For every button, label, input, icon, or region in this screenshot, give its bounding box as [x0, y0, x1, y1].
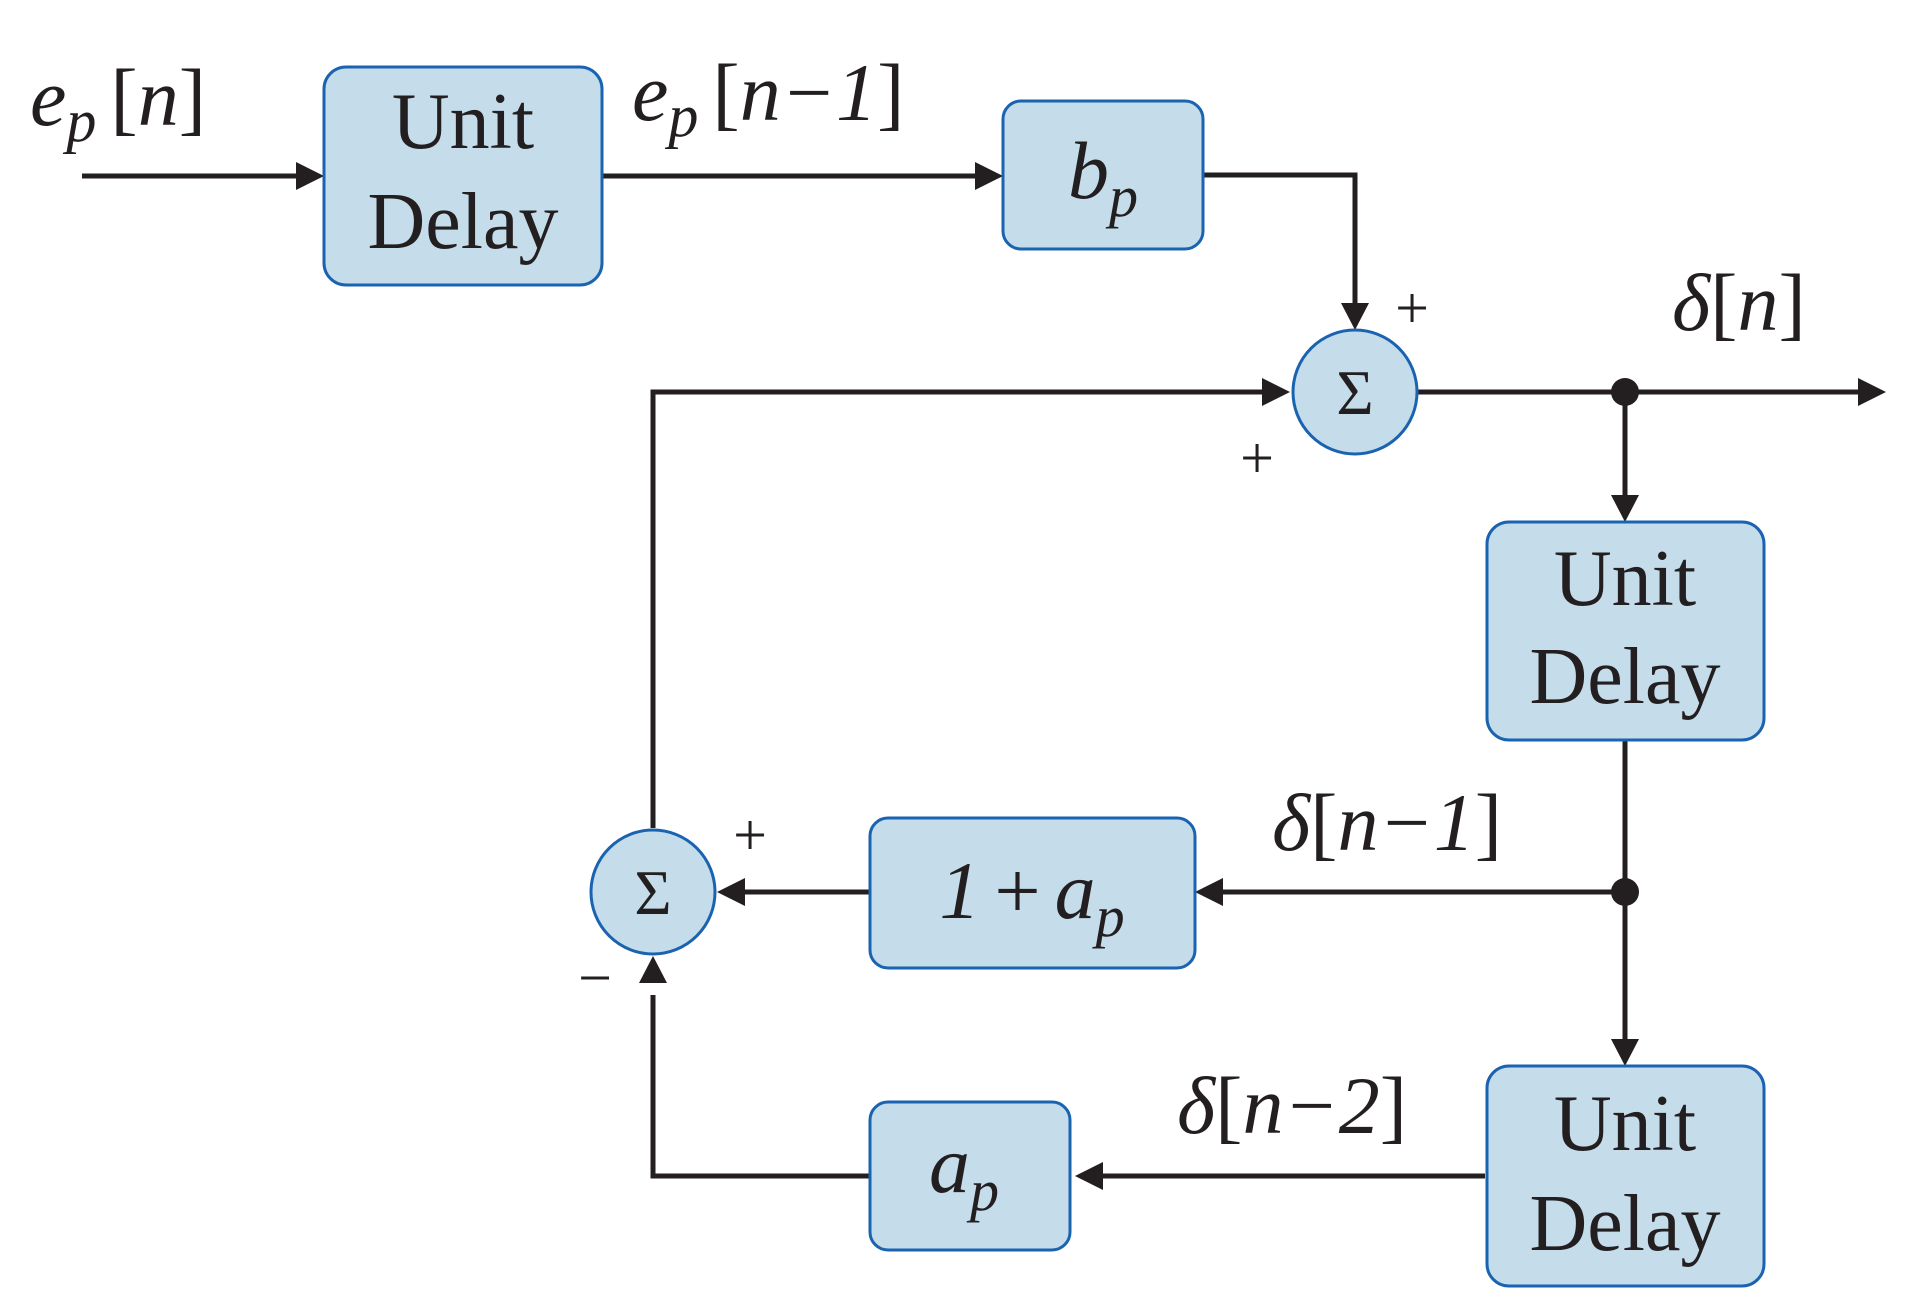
- block-label-line1: Unit: [1554, 1080, 1696, 1168]
- sign-minus-bottom-sum: −: [578, 945, 612, 1011]
- arrowhead-bp: [975, 162, 1003, 190]
- arrowhead-delay-bottom: [1611, 1039, 1639, 1066]
- arrowhead-sum-bottom-from-right: [717, 878, 745, 906]
- sigma-icon: Σ: [634, 857, 671, 928]
- junction-d1: [1611, 878, 1639, 906]
- arrowhead-sum-top-from-left: [1262, 378, 1290, 406]
- gain-block-ap: ap: [868, 1100, 1072, 1252]
- summing-junction-bottom: Σ: [589, 828, 717, 956]
- gain-ap-label: ap: [929, 1119, 999, 1223]
- sign-plus-top: +: [1395, 275, 1429, 341]
- block-label-line2: Delay: [367, 178, 558, 266]
- arrowhead-ap: [1075, 1162, 1103, 1190]
- arrowhead-sum-bottom-from-below: [639, 956, 667, 983]
- arrowheads: [296, 162, 1886, 1190]
- block-label-line2: Delay: [1529, 1180, 1720, 1268]
- label-output-signal: δ[n]: [1672, 257, 1806, 348]
- unit-delay-block-middle: Unit Delay: [1485, 520, 1766, 742]
- wire-feedback: [650, 389, 1262, 828]
- junction-output: [1611, 378, 1639, 406]
- arrowhead-output: [1858, 378, 1886, 406]
- unit-delay-block-top: Unit Delay: [322, 65, 604, 287]
- label-delayed-input-signal: ep[n−1]: [632, 47, 904, 149]
- arrowhead-sum-top-from-above: [1341, 303, 1369, 330]
- label-input-signal: ep[n]: [30, 52, 206, 154]
- gain-one-plus-ap-label: 1+ap: [939, 845, 1124, 949]
- wire-bp-to-sum: [1203, 172, 1358, 310]
- sign-plus-left: +: [1240, 425, 1274, 491]
- arrowhead-delay-mid: [1611, 495, 1639, 522]
- unit-delay-block-bottom: Unit Delay: [1485, 1064, 1766, 1288]
- arrowhead-input: [296, 162, 324, 190]
- sigma-icon: Σ: [1336, 357, 1373, 428]
- block-label-line1: Unit: [1554, 535, 1696, 623]
- block-label-line2: Delay: [1529, 633, 1720, 721]
- gain-bp-label: bp: [1068, 125, 1138, 229]
- sign-plus-bottom-sum: +: [733, 802, 767, 868]
- label-output-delay-2: δ[n−2]: [1177, 1060, 1407, 1151]
- wire-ap-to-sum-bottom: [650, 995, 870, 1179]
- arrowhead-gain: [1195, 878, 1223, 906]
- label-output-delay-1: δ[n−1]: [1272, 777, 1502, 868]
- gain-block-bp: bp: [1001, 99, 1205, 251]
- gain-block-one-plus-ap: 1+ap: [868, 816, 1197, 970]
- block-label-line1: Unit: [392, 78, 534, 166]
- summing-junction-top: Σ: [1291, 328, 1419, 456]
